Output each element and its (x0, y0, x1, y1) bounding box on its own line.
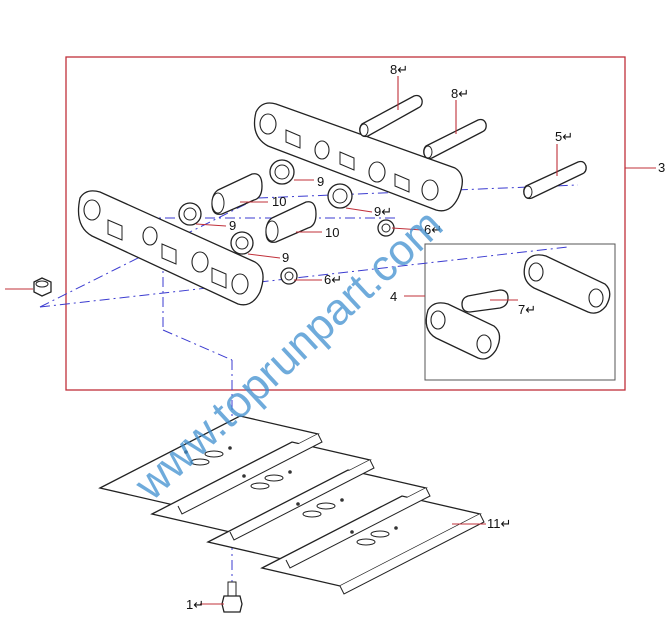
leader-lines (195, 76, 656, 605)
callout-10a: 10 (272, 194, 286, 209)
upper-track-link (253, 102, 463, 212)
callout-9d: 9 (282, 250, 289, 265)
subassembly-frame (424, 243, 616, 381)
callout-8a: 8↵ (390, 62, 408, 77)
callout-7: 7↵ (518, 302, 536, 317)
callout-10b: 10 (325, 225, 339, 240)
callout-9a: 9 (317, 174, 324, 189)
track-shoes (98, 415, 485, 595)
assembly-frame (65, 56, 626, 391)
seals (178, 159, 395, 285)
callout-3: 3 (658, 160, 665, 175)
subassembly-links (425, 254, 611, 360)
callout-5: 5↵ (555, 129, 573, 144)
callouts: 8↵ 8↵ 5↵ 3 9 10 9 9↵ 10 6↵ 9 6↵ 4 7↵ 11↵… (186, 62, 665, 612)
callout-1: 1↵ (186, 597, 204, 612)
callout-9b: 9 (229, 218, 236, 233)
bolt-part (221, 581, 243, 613)
callout-9c: 9↵ (374, 204, 392, 219)
callout-4: 4 (390, 289, 397, 304)
bushings (211, 173, 509, 313)
callout-6b: 6↵ (324, 272, 342, 287)
callout-11: 11↵ (487, 516, 511, 531)
lower-track-link (77, 190, 264, 306)
callout-8b: 8↵ (451, 86, 469, 101)
callout-6a: 6↵ (424, 222, 442, 237)
nut-part (5, 277, 52, 297)
pins (359, 94, 587, 200)
